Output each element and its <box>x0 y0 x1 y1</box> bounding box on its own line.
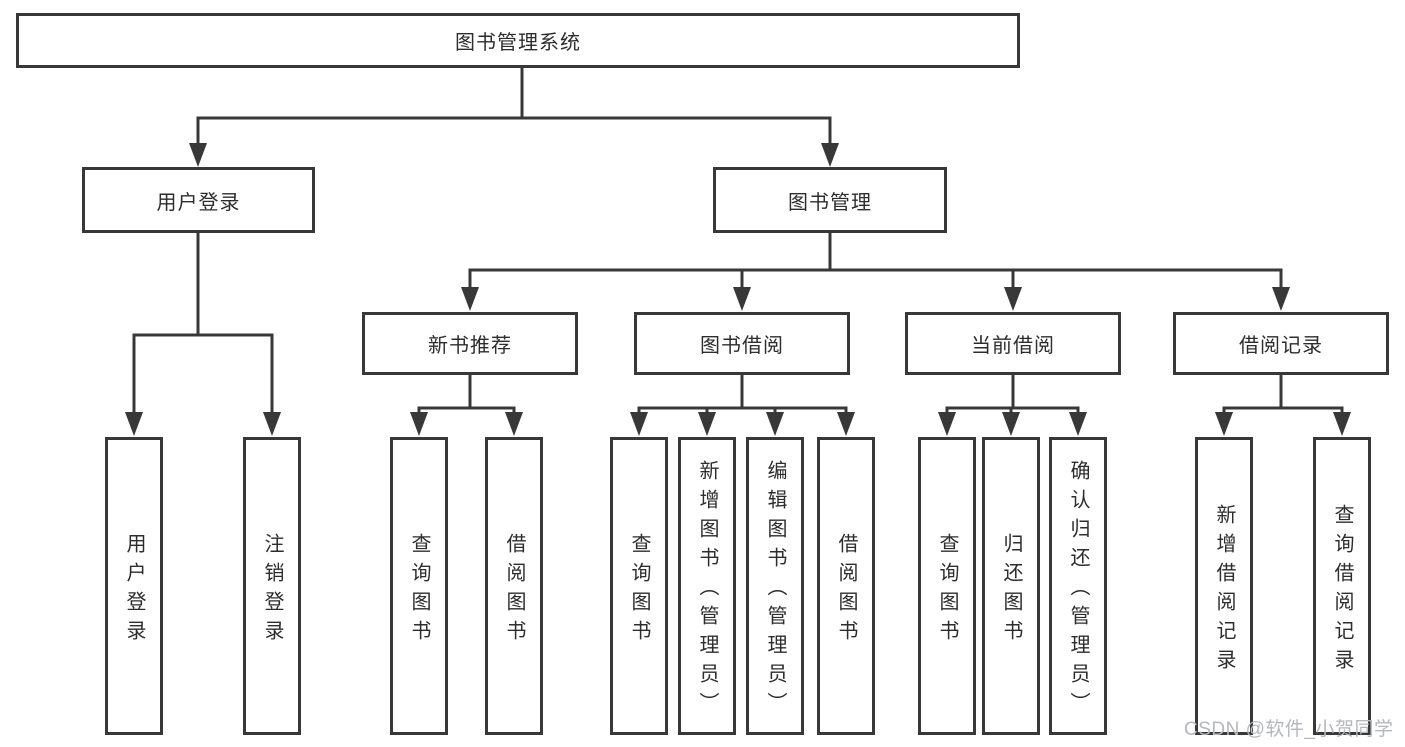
node-root-library-system: 图书管理系统 <box>16 13 1020 68</box>
leaf-borrow-books-recommend: 借阅图书 <box>485 437 543 735</box>
connector-lines <box>132 68 1344 414</box>
node-label: 编辑图书（管理员） <box>764 460 786 721</box>
leaf-borrow-books-borrowing: 借阅图书 <box>817 437 875 735</box>
leaf-user-login: 用户登录 <box>105 437 163 735</box>
node-label: 查询图书 <box>408 532 430 649</box>
arrow-down-icons <box>125 143 1351 436</box>
leaf-return-books: 归还图书 <box>982 437 1040 735</box>
leaf-logout: 注销登录 <box>243 437 301 735</box>
node-label: 图书借阅 <box>700 335 784 357</box>
leaf-confirm-return-admin: 确认归还（管理员） <box>1049 437 1107 735</box>
node-label: 借阅图书 <box>835 532 857 649</box>
node-new-book-recommend: 新书推荐 <box>362 312 578 375</box>
node-user-login-branch: 用户登录 <box>82 167 315 233</box>
node-current-borrowing: 当前借阅 <box>905 312 1121 375</box>
node-label: 新增借阅记录 <box>1213 503 1235 678</box>
leaf-add-books-admin: 新增图书（管理员） <box>678 437 736 735</box>
node-label: 归还图书 <box>1000 532 1022 649</box>
node-label: 查询借阅记录 <box>1331 503 1353 678</box>
node-book-borrowing: 图书借阅 <box>634 312 850 375</box>
node-label: 新书推荐 <box>428 335 512 357</box>
node-label: 借阅记录 <box>1239 335 1323 357</box>
leaf-query-books-current: 查询图书 <box>918 437 976 735</box>
node-label: 确认归还（管理员） <box>1067 460 1089 721</box>
node-label: 借阅图书 <box>503 532 525 649</box>
leaf-query-borrow-record: 查询借阅记录 <box>1313 437 1371 735</box>
node-label: 查询图书 <box>628 532 650 649</box>
node-label: 新增图书（管理员） <box>696 460 718 721</box>
watermark: CSDN @软件_小贺同学 <box>1184 719 1394 740</box>
node-label: 查询图书 <box>936 532 958 649</box>
leaf-edit-books-admin: 编辑图书（管理员） <box>746 437 804 735</box>
leaf-query-books-recommend: 查询图书 <box>390 437 448 735</box>
node-borrowing-records: 借阅记录 <box>1173 312 1389 375</box>
node-label: 当前借阅 <box>971 335 1055 357</box>
node-book-management: 图书管理 <box>713 167 947 233</box>
node-label: 图书管理系统 <box>455 32 581 54</box>
node-label: 用户登录 <box>123 532 145 649</box>
node-label: 注销登录 <box>261 532 283 649</box>
leaf-add-borrow-record: 新增借阅记录 <box>1195 437 1253 735</box>
node-label: 用户登录 <box>156 191 241 214</box>
leaf-query-books-borrowing: 查询图书 <box>610 437 668 735</box>
node-label: 图书管理 <box>788 191 872 214</box>
